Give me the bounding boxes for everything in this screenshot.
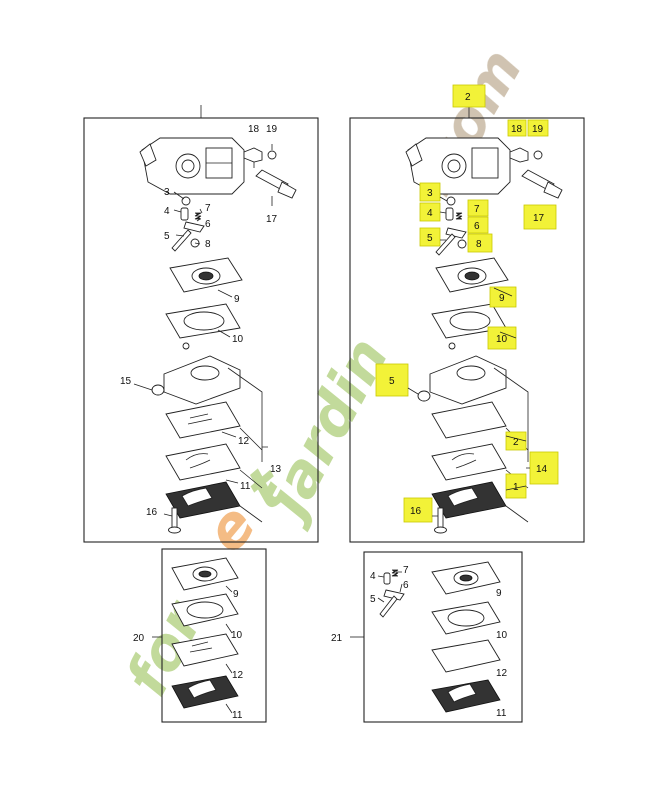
part-6-lever (183, 221, 205, 233)
left-top-label-6: 6 (205, 219, 211, 230)
panel-left-top: 3 4 5 7 6 8 9 10 15 12 13 11 16 18 19 17 (83, 105, 319, 543)
left-top-label-19: 19 (266, 124, 278, 135)
right-bottom-label-5: 5 (370, 594, 376, 605)
right-top-label-12: 2 (513, 437, 519, 448)
part-11-gasket-b-right (431, 481, 507, 519)
right-top-label-15: 5 (389, 376, 395, 387)
kit21-gasket (431, 601, 501, 635)
panel-right-top: 2 (349, 84, 585, 543)
part-3-right (446, 196, 456, 206)
pump-cover-right (417, 342, 507, 405)
part-7-spring (194, 212, 202, 220)
kit21-gasket-dark (431, 679, 501, 713)
right-top-label-8: 8 (476, 239, 482, 250)
left-top-label-8: 8 (205, 239, 211, 250)
right-top-label-9: 9 (499, 293, 505, 304)
panel-right-bottom: 21 4 5 7 6 9 10 12 11 (331, 551, 523, 723)
part-8-screw-right (457, 239, 467, 249)
left-bottom-label-12: 12 (232, 670, 244, 681)
part-5-pin (171, 229, 192, 252)
right-top-label-6: 6 (474, 221, 480, 232)
part-18-bracket-right (509, 147, 529, 163)
left-top-label-13: 13 (270, 464, 282, 475)
left-top-label-15: 15 (120, 376, 132, 387)
left-bottom-label-11: 11 (232, 710, 243, 721)
kit20-diaphragm (171, 557, 239, 591)
right-top-label-19: 19 (532, 124, 544, 135)
kit21-part-6-lever (383, 589, 405, 601)
pump-cover (151, 342, 241, 405)
left-top-label-12: 12 (238, 436, 250, 447)
left-top-label-5: 5 (164, 231, 170, 242)
part-19-nut-right (533, 150, 543, 160)
left-bottom-label-9: 9 (233, 589, 239, 600)
left-bottom-ref-label: 20 (133, 633, 145, 644)
panel-left-bottom: 20 9 10 12 11 (133, 548, 267, 723)
right-top-title-label: 2 (465, 92, 471, 103)
right-top-label-3: 3 (427, 188, 433, 199)
right-bottom-ref-label: 21 (331, 633, 343, 644)
part-4-right (445, 207, 454, 221)
right-top-label-17: 17 (533, 213, 545, 224)
part-17-needle-right (521, 169, 563, 199)
right-top-label-4: 4 (427, 208, 433, 219)
kit20-gasket (171, 593, 239, 627)
left-top-label-11: 11 (240, 481, 251, 492)
left-top-label-10: 10 (232, 334, 244, 345)
carburetor-body-right (405, 137, 511, 195)
left-top-label-9: 9 (234, 294, 240, 305)
left-top-label-7: 7 (205, 203, 211, 214)
part-19-nut (267, 150, 277, 160)
part-16-screw-right (434, 507, 447, 534)
kit21-plate (431, 639, 501, 673)
part-7-spring-right (455, 212, 463, 220)
carburetor-body (139, 137, 245, 195)
part-12-plate (165, 401, 241, 439)
kit21-part-5-pin (379, 595, 398, 618)
left-top-label-16: 16 (146, 507, 158, 518)
right-top-label-7: 7 (474, 204, 480, 215)
panel-left-bottom-frame (161, 548, 267, 723)
panel-right-top-frame (349, 117, 585, 543)
right-top-label-18: 18 (511, 124, 523, 135)
part-6-lever-right (445, 227, 467, 239)
part-18-bracket (243, 147, 263, 163)
part-11-gasket-a-right (431, 443, 507, 481)
right-bottom-label-4: 4 (370, 571, 376, 582)
right-bottom-label-6: 6 (403, 580, 409, 591)
right-top-label-5: 5 (427, 233, 433, 244)
kit21-part-7-spring (391, 569, 399, 577)
left-bottom-label-10: 10 (231, 630, 243, 641)
right-bottom-label-11: 11 (496, 708, 507, 719)
kit20-plate (171, 633, 239, 667)
part-4 (180, 207, 189, 221)
kit21-diaphragm (431, 561, 501, 595)
part-11-gasket-a (165, 443, 241, 481)
right-bottom-label-12: 12 (496, 668, 508, 679)
part-9-diaphragm (169, 257, 243, 293)
part-5-pin-right (435, 233, 456, 256)
watermark-text-jardin: jardin (249, 327, 402, 534)
right-top-label-10: 10 (496, 334, 508, 345)
right-bottom-label-10: 10 (496, 630, 508, 641)
left-top-label-18: 18 (248, 124, 260, 135)
left-top-label-3: 3 (164, 187, 170, 198)
part-16-screw (168, 507, 181, 534)
part-10-gasket (165, 303, 241, 339)
kit21-part-4 (383, 572, 391, 585)
right-top-label-16: 16 (410, 506, 422, 517)
part-12-plate-right (431, 401, 507, 439)
part-9-diaphragm-right (435, 257, 509, 293)
right-top-label-14: 14 (536, 464, 548, 475)
left-top-label-17: 17 (266, 214, 278, 225)
right-bottom-label-7: 7 (403, 565, 409, 576)
left-top-label-4: 4 (164, 206, 170, 217)
kit20-gasket-dark (171, 675, 239, 709)
part-17-needle (255, 169, 297, 199)
right-top-label-11: 1 (513, 482, 519, 493)
right-bottom-label-9: 9 (496, 588, 502, 599)
